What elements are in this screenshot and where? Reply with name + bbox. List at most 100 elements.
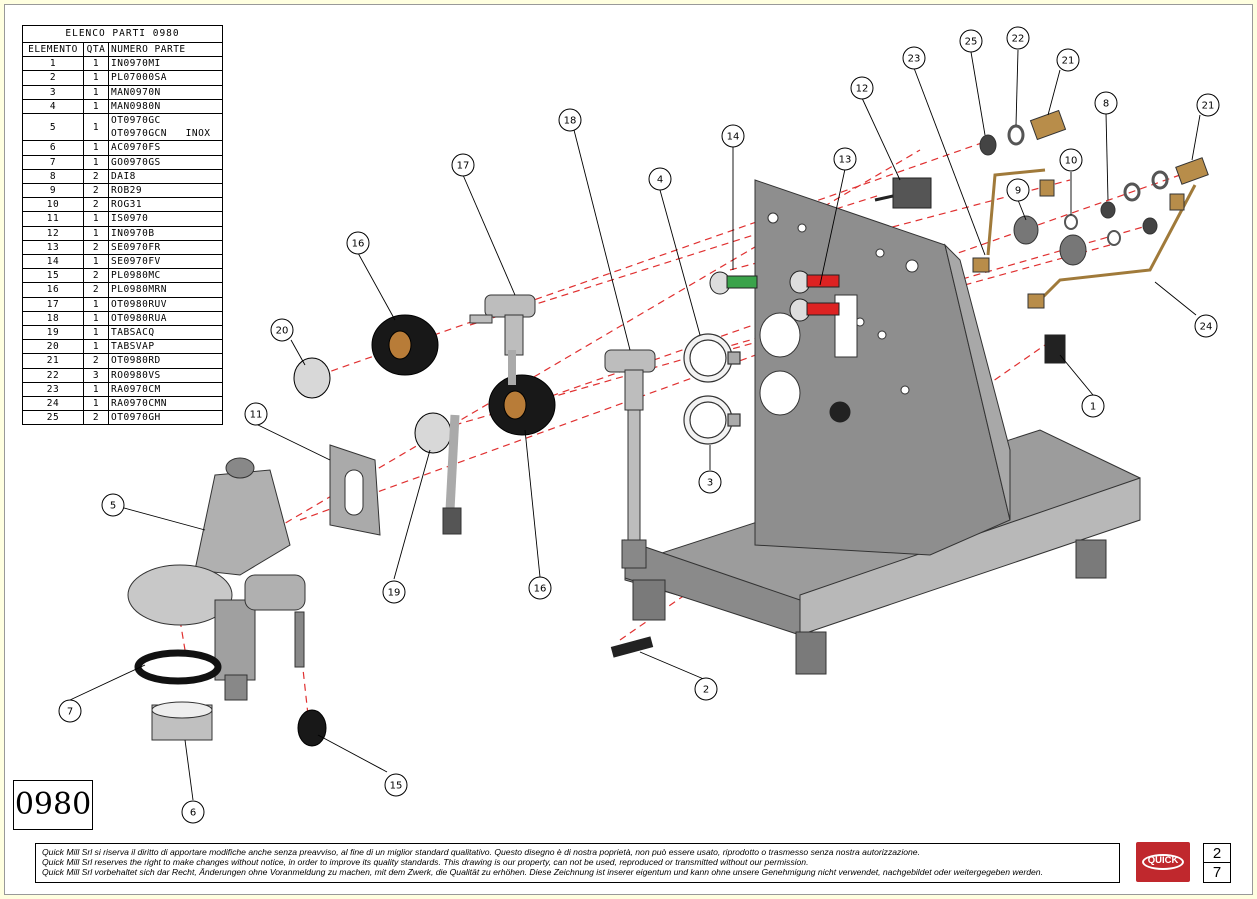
- callout-circle: [382, 580, 406, 604]
- callout-circle: [528, 576, 552, 600]
- callout-number: 4: [657, 175, 663, 186]
- cell-part-number: RA0970CMN: [108, 396, 223, 412]
- callout-circle: [1056, 48, 1080, 72]
- callout-circle: [384, 773, 408, 797]
- cell-item: 16: [22, 282, 84, 298]
- callout-number: 25: [965, 37, 978, 48]
- cell-qty-text: 1: [92, 256, 100, 268]
- cell-part-number-alt-text: OT0970GCN INOX: [111, 128, 211, 140]
- callout-number: 22: [1012, 34, 1025, 45]
- callout-number: 12: [856, 84, 869, 95]
- cell-item-text: 23: [46, 383, 60, 395]
- cell-qty-text: 1: [92, 156, 100, 168]
- cell-item: 9: [22, 183, 84, 199]
- cell-qty: 1: [83, 325, 109, 341]
- cell-qty-text: 2: [92, 270, 100, 282]
- footer-line-italian: Quick Mill Srl si riserva il diritto di …: [42, 847, 920, 857]
- cell-qty: 2: [83, 353, 109, 369]
- cell-item: 14: [22, 254, 84, 270]
- cell-item-text: 25: [46, 412, 60, 424]
- cell-item: 20: [22, 339, 84, 355]
- cell-part-number: SE0970FV: [108, 254, 223, 270]
- cell-qty-text: 2: [92, 355, 100, 367]
- drawing-code: 0980: [13, 780, 93, 830]
- frame-panel: [754, 179, 1011, 556]
- cell-qty: 1: [83, 113, 109, 142]
- table-row: 14 1 SE0970FV: [22, 254, 223, 270]
- cell-item-text: 13: [46, 241, 60, 253]
- cell-item-text: 19: [46, 327, 60, 339]
- callout-number: 15: [390, 781, 403, 792]
- cell-item-text: 24: [46, 398, 60, 410]
- cell-qty-text: 1: [92, 213, 100, 225]
- cell-item-text: 5: [49, 121, 57, 133]
- cell-qty-text: 1: [92, 227, 100, 239]
- cell-part-number-text: TABSVAP: [111, 341, 155, 353]
- cell-qty: 2: [83, 183, 109, 199]
- cell-part-number: ROG31: [108, 197, 223, 213]
- table-row: 13 2 SE0970FR: [22, 239, 223, 256]
- cell-qty-text: 1: [92, 72, 100, 84]
- cell-qty-text: 2: [92, 284, 100, 296]
- callout-number: 8: [1103, 99, 1109, 110]
- cell-qty: 3: [83, 367, 109, 383]
- cell-part-number: ROB29: [108, 183, 223, 199]
- cell-qty-text: 1: [92, 383, 100, 395]
- callout-circle: [346, 231, 370, 255]
- cell-part-number: RA0970CM: [108, 381, 223, 398]
- switches: [610, 177, 1066, 658]
- cell-qty-text: 2: [92, 241, 100, 253]
- cell-part-number-text: DAI8: [111, 170, 136, 182]
- callout-circle: [270, 318, 294, 342]
- cell-part-number: PL0980MRN: [108, 282, 223, 298]
- cell-part-number-text: PL0980MRN: [111, 284, 167, 296]
- cell-part-number-text: GO0970GS: [111, 156, 161, 168]
- footer-line-german: Quick Mill Srl vorbehaltet sich dar Rech…: [42, 867, 1043, 877]
- parts-table-title: ELENCO PARTI 0980: [22, 25, 223, 42]
- table-row: 21 2 OT0980RD: [22, 353, 223, 369]
- cell-qty: 1: [83, 98, 109, 115]
- cell-item-text: 17: [46, 298, 60, 310]
- callout-number: 2: [703, 685, 709, 696]
- cell-qty: 1: [83, 254, 109, 270]
- callout-circle: [58, 699, 82, 723]
- cell-part-number-text: AC0970FS: [111, 142, 161, 154]
- cell-qty: 2: [83, 168, 109, 185]
- cell-item-text: 10: [46, 199, 60, 211]
- page-indicator: 2 7: [1203, 843, 1231, 883]
- callout-circle: [959, 29, 983, 53]
- callout-number: 16: [352, 239, 365, 250]
- cell-part-number-text: IN0970MI: [111, 58, 161, 70]
- cell-part-number-text: OT0970GH: [111, 412, 161, 424]
- header-part-number: NUMERO PARTE: [108, 41, 223, 58]
- cell-qty: 1: [83, 70, 109, 86]
- cell-item: 21: [22, 353, 84, 369]
- cell-part-number: PL0980MC: [108, 268, 223, 284]
- cell-part-number: OT0980RUV: [108, 296, 223, 312]
- cell-part-number: IN0970B: [108, 225, 223, 241]
- cell-part-number: GO0970GS: [108, 154, 223, 170]
- cell-item-text: 18: [46, 312, 60, 324]
- cell-item: 3: [22, 84, 84, 100]
- callout-circle: [721, 124, 745, 148]
- callout-circle: [1196, 93, 1220, 117]
- cell-qty: 1: [83, 140, 109, 156]
- callout-number: 23: [908, 54, 921, 65]
- cell-item-text: 16: [46, 284, 60, 296]
- callout-circle: [1081, 394, 1105, 418]
- cell-part-number-text: IS0970: [111, 213, 149, 225]
- cell-part-number-text: SE0970FR: [111, 241, 161, 253]
- group-head: [127, 457, 306, 741]
- cell-part-number: OT0980RD: [108, 353, 223, 369]
- fittings: [972, 109, 1209, 309]
- cell-item-text: 20: [46, 341, 60, 353]
- cell-part-number-text: OT0970GC: [111, 115, 161, 127]
